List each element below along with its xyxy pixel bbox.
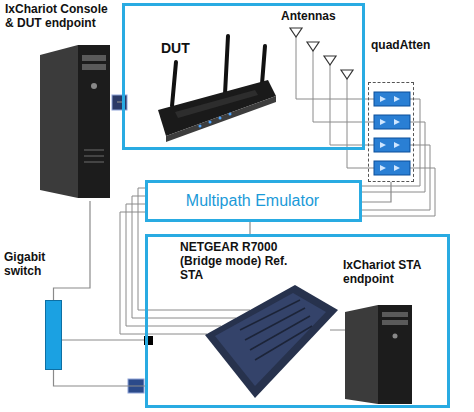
- drawing-part: [40, 45, 78, 198]
- drawing-part: [84, 149, 104, 151]
- text-slot: Gigabit switch: [4, 251, 84, 279]
- node-label: NETGEAR R7000 (Bridge mode) Ref. STA: [180, 241, 305, 282]
- cable-connector: [362, 182, 391, 202]
- drawing-part: [84, 155, 104, 157]
- drawing-part: [330, 330, 346, 331]
- drawing-part: [290, 28, 302, 37]
- drawing-part: [360, 99, 420, 186]
- dut-enclosure: DUT Antennas: [122, 3, 365, 150]
- node-label: IxChariot STA endpoint: [343, 259, 443, 287]
- node-label: IxChariot Console & DUT endpoint: [5, 3, 115, 31]
- drawing-part: [82, 64, 106, 70]
- text-slot: Multipath Emulator: [148, 192, 357, 210]
- drawing-part: [374, 161, 410, 175]
- drawing-part: [78, 45, 110, 198]
- node-label: Gigabit switch: [4, 251, 84, 279]
- drawing-part: [215, 293, 326, 386]
- drawing-part: [199, 125, 202, 128]
- drawing-part: [345, 305, 378, 404]
- text-slot: IxChariot STA endpoint: [343, 259, 443, 287]
- node-label: Antennas: [281, 10, 355, 24]
- drawing-part: [382, 312, 408, 317]
- text-slot: Antennas: [281, 10, 355, 24]
- text-slot: NETGEAR R7000 (Bridge mode) Ref. STA: [180, 241, 305, 282]
- sta-enclosure: NETGEAR R7000 (Bridge mode) Ref. STA IxCh…: [145, 234, 450, 408]
- drawing-part: [307, 42, 319, 51]
- node-label: Multipath Emulator: [148, 192, 357, 210]
- drawing-part: [225, 36, 228, 94]
- pc-tower: [345, 305, 412, 404]
- ethernet-wire: [62, 340, 148, 341]
- drawing-part: [172, 62, 176, 106]
- drawing-part: [341, 70, 353, 79]
- pc-figure: IxChariot Console & DUT endpoint: [3, 3, 117, 201]
- drawing-part: [205, 285, 338, 398]
- cable-connector: [54, 370, 146, 386]
- drawing-part: [374, 115, 410, 129]
- drawing-part: [347, 79, 374, 168]
- emulator-box: Multipath Emulator: [145, 180, 362, 222]
- drawing-part: [175, 90, 258, 118]
- cable-connector: [54, 201, 91, 300]
- drawing-part: [82, 55, 106, 61]
- drawing-part: [209, 121, 212, 124]
- dut-router: [158, 36, 276, 142]
- node-label: DUT: [161, 40, 211, 56]
- drawing-part: [262, 46, 265, 84]
- text-slot: DUT: [161, 40, 211, 56]
- pc-tower: [40, 45, 110, 198]
- cable-connector: [249, 222, 250, 234]
- attenuator-symbols: [374, 92, 410, 175]
- antenna-symbols: [290, 28, 353, 79]
- drawing-part: [324, 56, 336, 65]
- attenuator-box: quadAtten: [368, 82, 414, 182]
- drawing-part: [374, 92, 410, 106]
- drawing-part: [382, 320, 408, 325]
- drawing-part: [84, 161, 104, 163]
- drawing-part: [255, 326, 312, 360]
- reference-sta-router: [205, 285, 338, 398]
- drawing-part: [91, 83, 97, 89]
- rf-wires: [120, 37, 435, 334]
- drawing-part: [374, 138, 410, 152]
- text-slot: quadAtten: [371, 39, 461, 53]
- drawing-part: [219, 117, 222, 120]
- text-slot: IxChariot Console & DUT endpoint: [5, 3, 115, 31]
- node-label: quadAtten: [371, 39, 461, 53]
- drawing-part: [378, 305, 412, 404]
- drawing-part: [360, 145, 430, 210]
- drawing-part: [393, 334, 398, 339]
- drawing-part: [380, 96, 400, 171]
- switch-bar: Gigabit switch: [45, 300, 62, 370]
- drawing-part: [229, 113, 232, 116]
